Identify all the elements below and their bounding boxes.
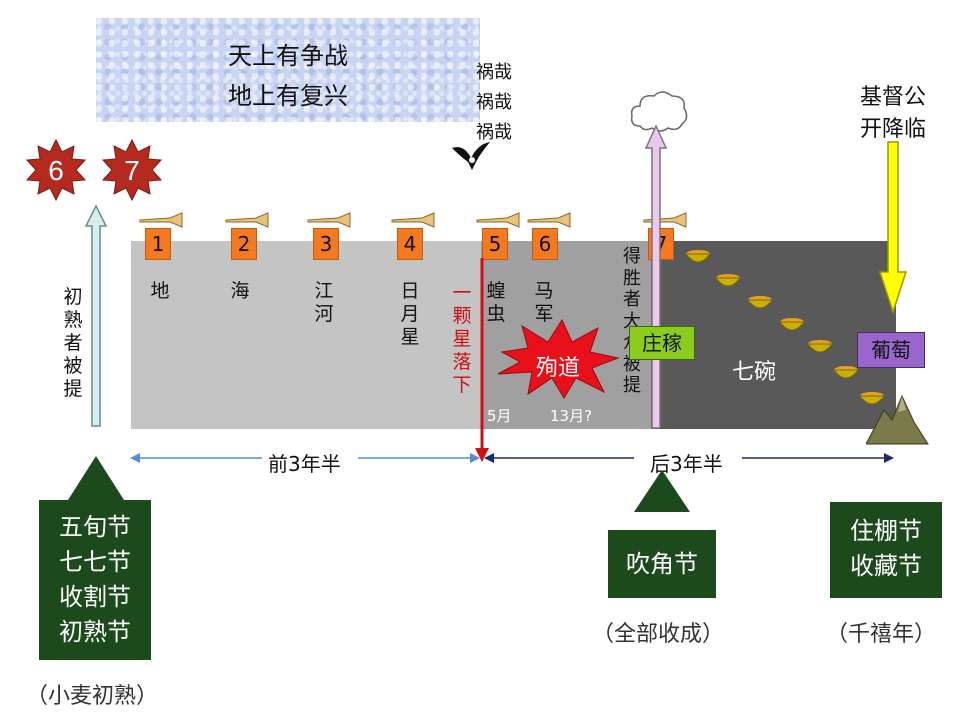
woe-3: 祸哉 bbox=[476, 122, 512, 143]
seal-6-icon: 6 bbox=[25, 138, 87, 202]
trumpet-4 bbox=[388, 212, 438, 232]
eagle-icon bbox=[452, 142, 490, 170]
trumpet-2 bbox=[222, 212, 272, 232]
trumpet-5-number: 5 bbox=[482, 228, 508, 260]
trumpet-6-label: 马军 bbox=[534, 280, 554, 325]
trumpet-1-label: 地 bbox=[150, 280, 170, 302]
thirteen-months-label: 13月? bbox=[550, 407, 593, 425]
trumpet-icon bbox=[476, 212, 520, 228]
mountains-icon bbox=[866, 394, 929, 445]
trumpet-4-label: 日月星 bbox=[400, 280, 420, 348]
overcomers-rapture-arrow bbox=[644, 124, 668, 429]
timeline-arrows bbox=[130, 453, 894, 463]
bowl-6-icon bbox=[832, 366, 860, 379]
trumpet-icon bbox=[527, 212, 571, 228]
bowls-group bbox=[684, 250, 886, 405]
harvest-box: 庄稼 bbox=[629, 326, 695, 360]
feast-pentecost-box: 五旬节 七七节 收割节 初熟节 bbox=[39, 500, 151, 660]
feast-tabernacles-line-1: 住棚节 bbox=[850, 517, 922, 545]
bowl-4-icon bbox=[778, 318, 806, 331]
five-months-label: 5月 bbox=[487, 407, 512, 425]
feast-tabernacles-line-2: 收藏节 bbox=[850, 552, 922, 580]
trumpet-icon bbox=[225, 212, 269, 228]
bowl-3-icon bbox=[746, 296, 774, 309]
first-half-band bbox=[131, 241, 481, 429]
seal-7-icon: 7 bbox=[101, 138, 163, 202]
trumpet-6 bbox=[524, 212, 574, 232]
caption-full-harvest: （全部收成） bbox=[592, 622, 725, 647]
second-coming-arrow bbox=[878, 141, 908, 315]
trumpet-icon bbox=[643, 212, 687, 228]
firstfruits-rapture-text: 初熟者被提 bbox=[63, 286, 83, 400]
woe-1: 祸哉 bbox=[476, 62, 512, 83]
trumpet-3-number: 3 bbox=[313, 228, 339, 260]
trumpet-2-number: 2 bbox=[231, 228, 257, 260]
banner-line-2: 地上有复兴 bbox=[228, 82, 348, 110]
trumpet-icon bbox=[307, 212, 351, 228]
feast-trumpets-box: 吹角节 bbox=[608, 530, 716, 598]
feast-pentecost-line-3: 收割节 bbox=[59, 583, 131, 611]
banner-line-1: 天上有争战 bbox=[228, 42, 348, 70]
bowl-5-icon bbox=[806, 340, 834, 353]
woe-2: 祸哉 bbox=[476, 92, 512, 113]
second-coming-line-2: 开降临 bbox=[859, 117, 926, 142]
trumpet-icon bbox=[391, 212, 435, 228]
martyrdom-burst-icon bbox=[497, 318, 620, 399]
caption-wheat-firstfruits: （小麦初熟） bbox=[26, 684, 159, 709]
star-falls-arrow bbox=[475, 258, 489, 462]
trumpet-1-number: 1 bbox=[145, 228, 171, 260]
trumpet-7 bbox=[640, 212, 690, 232]
trumpet-5-label: 蝗虫 bbox=[486, 280, 506, 325]
trumpet-icon bbox=[139, 212, 183, 228]
feast-trumpets-arrowhead bbox=[634, 470, 690, 512]
trumpet-6-number: 6 bbox=[532, 228, 558, 260]
firstfruits-rapture-arrow bbox=[84, 204, 108, 427]
martyrdom-label: 殉道 bbox=[535, 356, 580, 381]
seal-6-label: 6 bbox=[48, 155, 64, 186]
feast-pentecost-arrowhead bbox=[68, 456, 124, 500]
woe-text: 祸哉 祸哉 祸哉 bbox=[476, 58, 512, 148]
caption-millennium: （千禧年） bbox=[826, 622, 937, 647]
first-half-label: 前3年半 bbox=[268, 452, 341, 476]
trumpet-1 bbox=[136, 212, 186, 232]
trumpet-3-label: 江河 bbox=[314, 280, 334, 325]
seven-bowls-label: 七碗 bbox=[732, 360, 777, 385]
trumpet-5 bbox=[473, 212, 523, 232]
cloud-icon bbox=[630, 91, 688, 132]
overcomers-rapture-text: 得胜者大众被提 bbox=[623, 246, 641, 396]
grapes-box: 葡萄 bbox=[857, 332, 925, 368]
trumpet-3 bbox=[304, 212, 354, 232]
feast-pentecost-line-1: 五旬节 bbox=[59, 513, 131, 541]
bowl-2-icon bbox=[714, 274, 742, 287]
feast-tabernacles-box: 住棚节 收藏节 bbox=[830, 502, 942, 598]
trumpet-4-number: 4 bbox=[397, 228, 423, 260]
trumpet-2-label: 海 bbox=[230, 280, 250, 302]
feast-pentecost-line-2: 七七节 bbox=[59, 548, 131, 576]
second-coming-text: 基督公 开降临 bbox=[848, 82, 938, 146]
seal-7-label: 7 bbox=[124, 155, 140, 186]
bowl-1-icon bbox=[684, 250, 712, 263]
second-coming-line-1: 基督公 bbox=[859, 85, 926, 110]
feast-pentecost-line-4: 初熟节 bbox=[59, 618, 131, 646]
banner-war-revival: 天上有争战 地上有复兴 bbox=[96, 18, 480, 122]
bowl-7-icon bbox=[858, 392, 886, 405]
star-falls-text: 一颗星落下 bbox=[452, 282, 472, 396]
